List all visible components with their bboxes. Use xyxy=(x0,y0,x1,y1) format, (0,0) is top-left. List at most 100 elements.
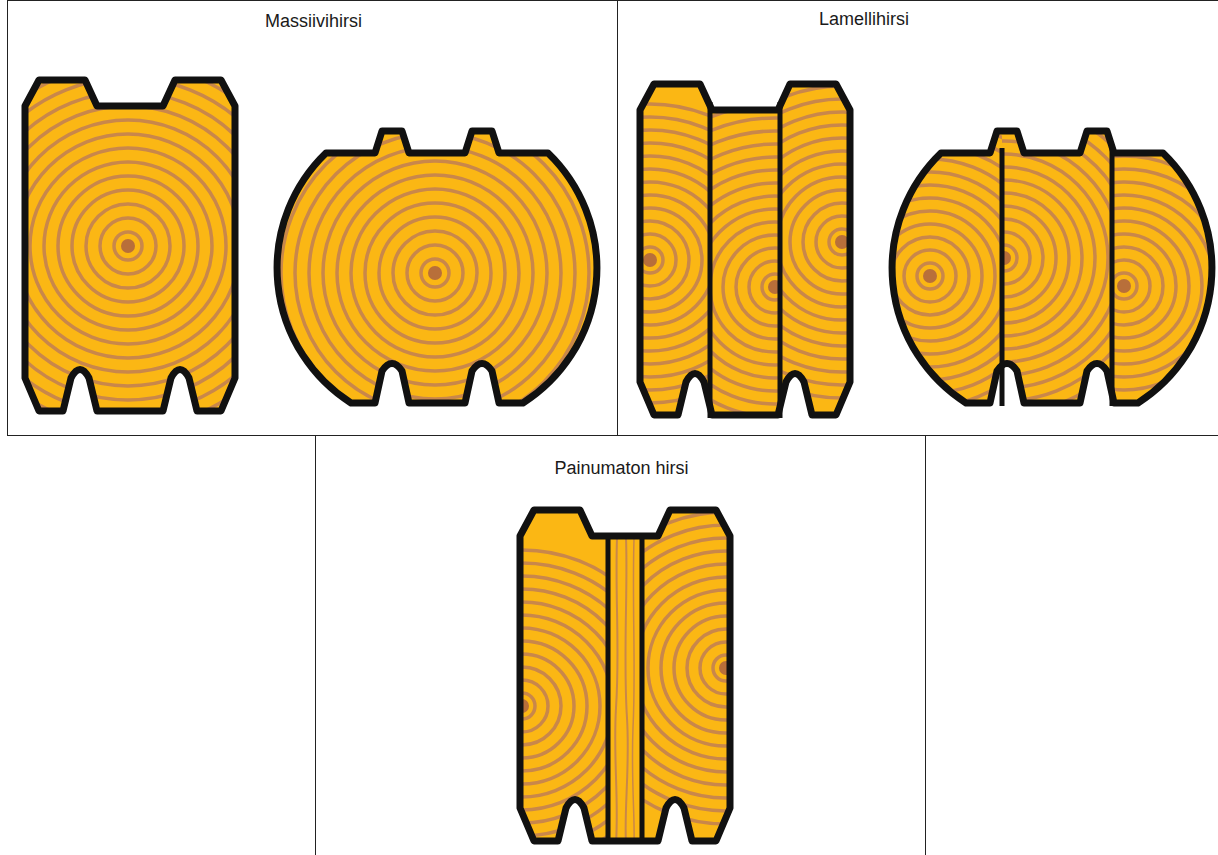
growth-ring xyxy=(515,641,587,771)
growth-ring xyxy=(365,203,505,343)
growth-ring xyxy=(887,146,1002,406)
growth-ring xyxy=(642,551,740,785)
growth-ring xyxy=(0,92,282,400)
growth-ring xyxy=(16,134,240,358)
image-panel: Painumaton hirsi xyxy=(315,435,926,855)
growth-ring xyxy=(0,64,310,428)
growth-ring xyxy=(713,655,739,681)
growth-ring xyxy=(515,576,608,836)
growth-ring xyxy=(515,628,600,784)
growth-ring xyxy=(1112,195,1215,377)
growth-ring xyxy=(515,563,608,849)
growth-ring xyxy=(635,143,710,377)
panel-title: Painumaton hirsi xyxy=(554,458,688,480)
growth-ring xyxy=(72,190,184,302)
growth-ring xyxy=(642,577,740,759)
growth-ring xyxy=(1002,141,1112,375)
growth-ring xyxy=(309,147,561,399)
growth-ring xyxy=(393,231,477,315)
growth-ring xyxy=(1112,247,1163,325)
growth-ring xyxy=(635,156,710,364)
panel-title: Massiivihirsi xyxy=(265,11,362,33)
growth-ring xyxy=(86,204,170,288)
growth-ring xyxy=(0,106,268,386)
growth-ring xyxy=(710,144,780,427)
growth-ring xyxy=(736,248,780,326)
growth-ring xyxy=(710,157,780,417)
growth-ring xyxy=(642,525,740,811)
growth-ring xyxy=(635,104,710,416)
log-pith xyxy=(923,269,937,283)
growth-ring xyxy=(351,189,519,357)
growth-ring xyxy=(379,217,491,329)
growth-ring xyxy=(635,208,702,312)
growth-ring xyxy=(1002,167,1095,349)
panel-title: Lamellihirsi xyxy=(819,9,909,31)
growth-ring xyxy=(1002,154,1108,362)
growth-ring xyxy=(515,602,608,810)
growth-ring xyxy=(710,209,780,365)
log-pith xyxy=(121,239,135,253)
growth-ring xyxy=(421,259,449,287)
image-panel: Lamellihirsi xyxy=(617,0,1218,436)
growth-ring xyxy=(1112,234,1176,338)
growth-ring xyxy=(887,159,1002,393)
growth-ring xyxy=(642,512,740,824)
growth-ring xyxy=(295,133,575,413)
growth-ring xyxy=(58,176,198,316)
growth-ring xyxy=(710,131,780,427)
growth-ring xyxy=(762,274,780,300)
log-pith xyxy=(1117,279,1131,293)
growth-ring xyxy=(1112,260,1150,312)
laminated-round-log xyxy=(774,102,1218,442)
growth-ring xyxy=(635,130,710,390)
growth-ring xyxy=(710,105,780,427)
growth-ring xyxy=(323,161,547,385)
growth-ring xyxy=(710,196,780,378)
growth-ring xyxy=(1002,123,1112,401)
growth-ring xyxy=(114,232,142,260)
growth-ring xyxy=(30,148,226,344)
growth-ring xyxy=(515,589,608,823)
growth-ring xyxy=(1002,219,1043,297)
growth-ring xyxy=(1112,273,1137,299)
growth-ring xyxy=(515,654,574,758)
non-settling-log xyxy=(366,510,882,855)
growth-ring xyxy=(1002,206,1056,310)
growth-ring xyxy=(1002,232,1030,284)
growth-ring xyxy=(1112,208,1202,364)
growth-ring xyxy=(635,117,710,403)
growth-ring xyxy=(1112,130,1218,442)
growth-ring xyxy=(891,237,969,315)
growth-ring xyxy=(2,120,254,372)
growth-ring xyxy=(407,245,463,301)
growth-ring xyxy=(700,642,740,694)
log-pith xyxy=(428,266,442,280)
growth-ring xyxy=(749,261,780,313)
growth-ring xyxy=(253,91,617,455)
growth-ring xyxy=(917,263,943,289)
growth-ring xyxy=(642,564,740,772)
growth-ring xyxy=(710,183,780,391)
growth-ring xyxy=(635,195,710,325)
growth-ring xyxy=(44,162,212,330)
growth-ring xyxy=(648,590,740,746)
massive-round-log xyxy=(253,91,617,455)
growth-ring xyxy=(635,169,710,351)
log-pith xyxy=(643,253,657,267)
growth-ring xyxy=(710,170,780,404)
growth-ring xyxy=(515,550,608,853)
growth-ring xyxy=(1002,193,1069,323)
growth-ring xyxy=(0,78,296,414)
growth-ring xyxy=(710,118,780,427)
growth-ring xyxy=(515,615,608,797)
growth-ring xyxy=(887,133,1002,419)
growth-ring xyxy=(1002,128,1112,388)
image-panel: Massiivihirsi xyxy=(7,0,618,436)
growth-ring xyxy=(642,538,740,798)
growth-ring xyxy=(100,218,156,274)
growth-ring xyxy=(635,182,710,338)
growth-ring xyxy=(710,222,780,352)
